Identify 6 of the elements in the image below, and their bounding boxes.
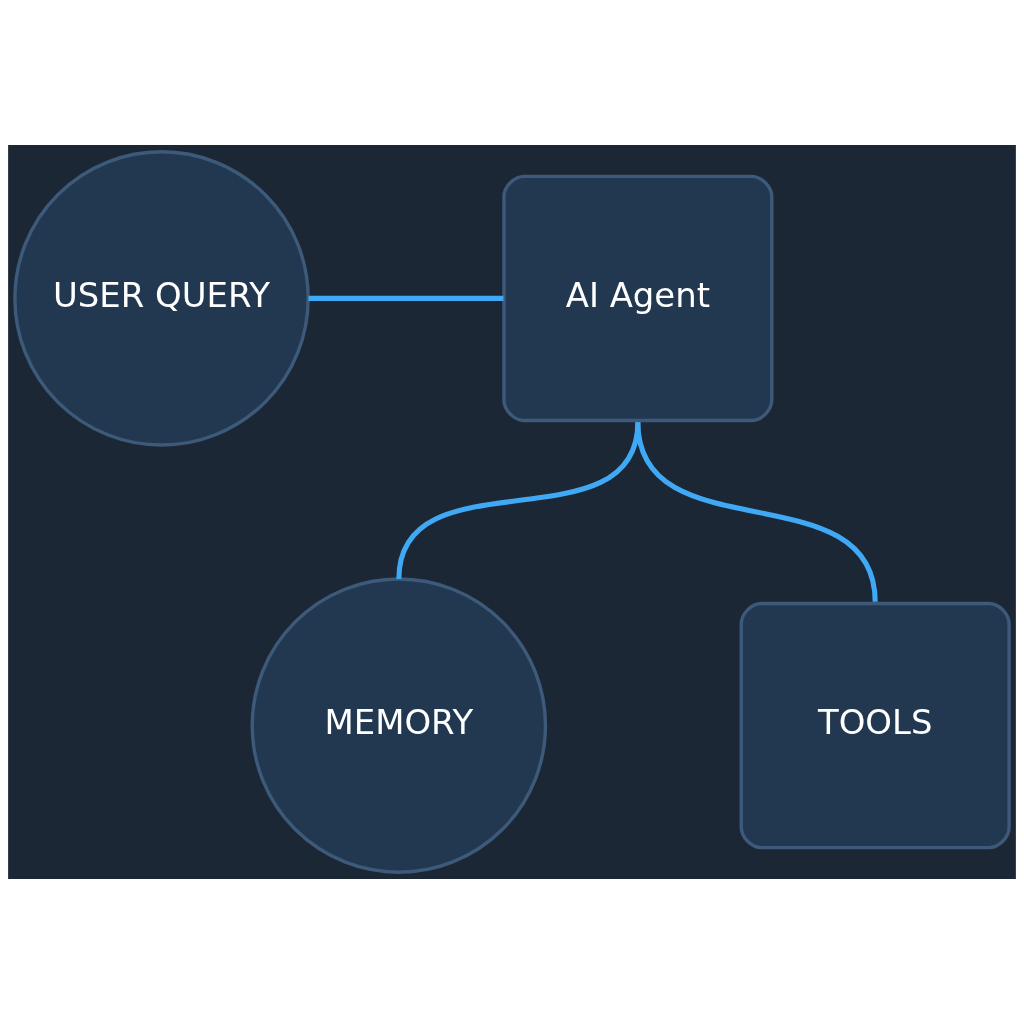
connector	[635, 421, 878, 603]
node-box: AI Agent	[502, 174, 774, 423]
connector	[308, 295, 504, 301]
node-circle: MEMORY	[250, 577, 548, 874]
node-box: TOOLS	[739, 601, 1011, 850]
node-circle: USER QUERY	[13, 150, 310, 447]
